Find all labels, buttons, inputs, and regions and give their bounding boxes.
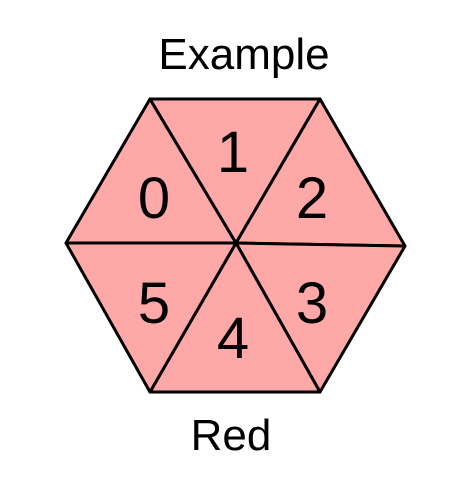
triangle-label-2: 2: [296, 166, 328, 231]
triangle-label-1: 1: [217, 120, 249, 185]
diagram-caption: Red: [191, 411, 272, 460]
triangle-label-3: 3: [296, 271, 328, 336]
diagram-title: Example: [158, 30, 329, 79]
hexagon: 012 345: [64, 97, 407, 394]
triangle-label-4: 4: [217, 306, 249, 371]
triangle-5: [64, 241, 238, 394]
triangle-label-5: 5: [138, 271, 170, 336]
triangle-label-0: 0: [138, 166, 170, 231]
